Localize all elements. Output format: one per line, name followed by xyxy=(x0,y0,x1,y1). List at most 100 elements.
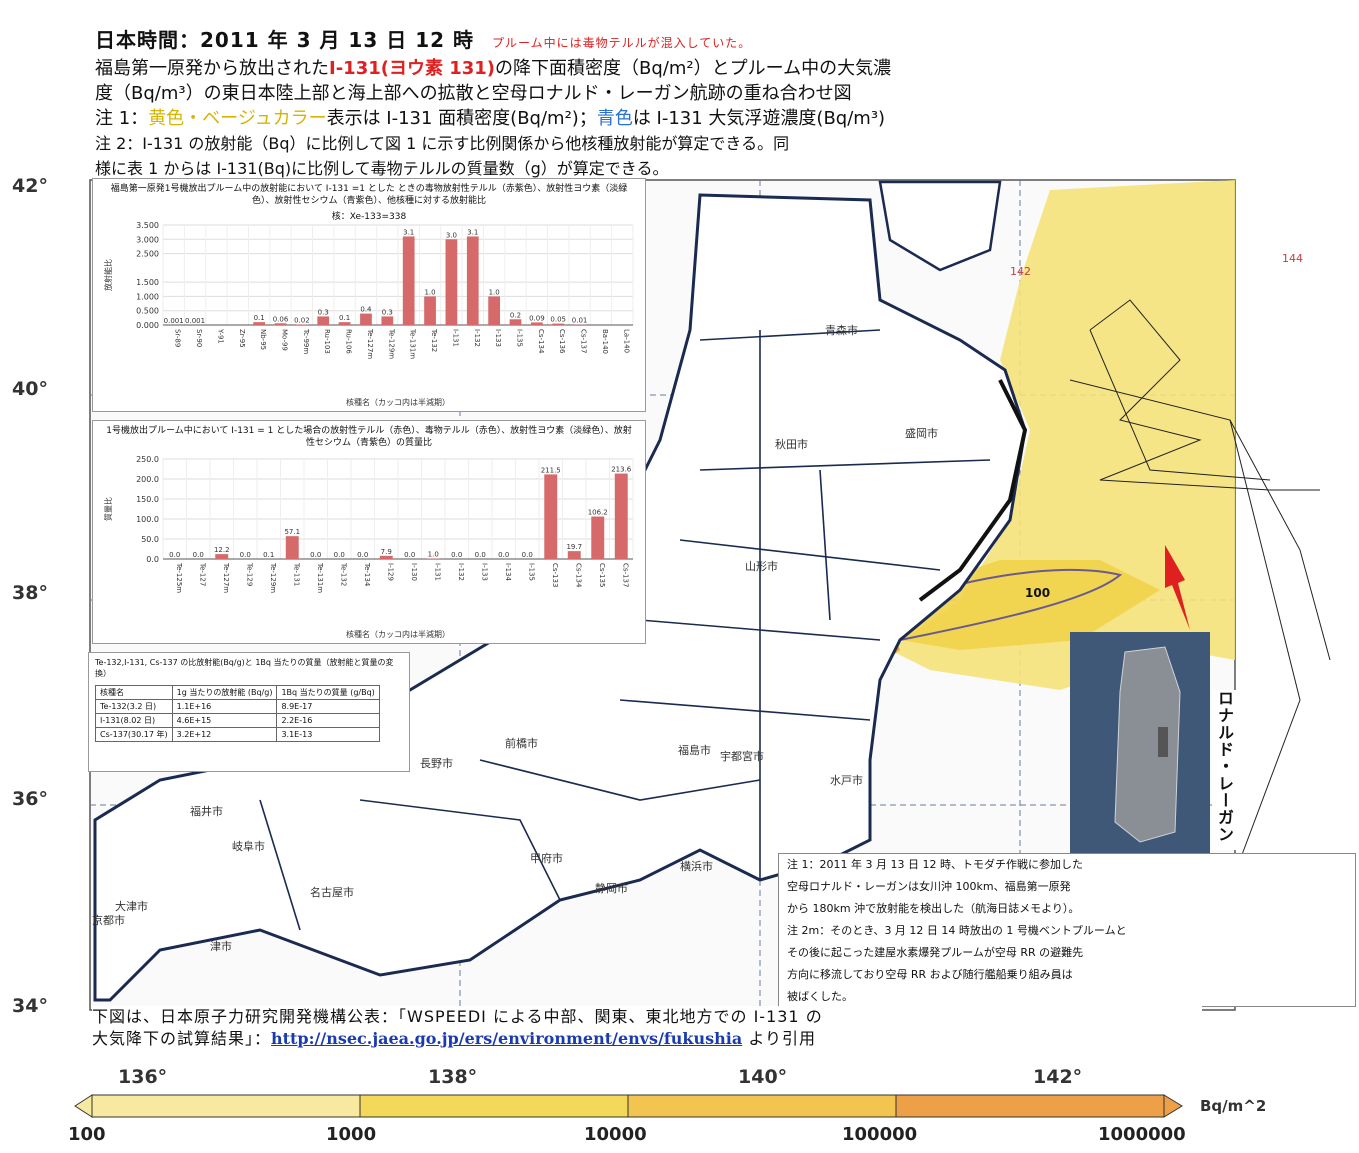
table-cell: 1.1E+16 xyxy=(171,699,278,714)
lat-label-38: 38° xyxy=(12,582,48,604)
chart2-title: 1号機放出プルーム中において I-131 = 1 とした場合の放射性テルル（赤色… xyxy=(106,426,632,448)
lat-label-40: 40° xyxy=(12,378,48,400)
bar xyxy=(295,324,308,325)
lat-label-36: 36° xyxy=(12,788,48,810)
header-red-note: プルーム中には毒物テルルが混入していた。 xyxy=(491,36,752,50)
x-tick-label: Cs-134 xyxy=(537,329,545,354)
bar xyxy=(285,536,299,559)
city-aomori: 青森市 xyxy=(825,324,858,337)
x-tick-label: Te-132 xyxy=(430,328,438,352)
ship-name: ロナルド・レーガン xyxy=(1215,690,1234,843)
city-utsunomiya: 宇都宮市 xyxy=(720,750,764,763)
x-tick-label: Zr-95 xyxy=(238,329,246,348)
x-tick-label: I-132 xyxy=(473,329,481,347)
table-cell: 4.6E+15 xyxy=(171,713,278,728)
x-tick-label: Nb-95 xyxy=(259,329,267,350)
note-line: その後に起こった建屋水素爆発プルームが空母 RR の避難先 xyxy=(787,946,1084,959)
bar xyxy=(381,316,394,325)
x-tick-label: Te-129m xyxy=(387,328,395,359)
ship-label-box: ロナルド・レーガン xyxy=(1212,690,1242,850)
note1-blue: 青色 xyxy=(596,108,633,129)
x-tick-label: Te-131 xyxy=(292,562,300,586)
bar xyxy=(338,322,351,325)
x-tick-label: Te-127m xyxy=(366,328,374,359)
chart2-svg: 250.0200.0150.0100.050.00.0質量比0.0Te-125m… xyxy=(103,455,634,639)
x-tick-label: Te-129m xyxy=(269,562,277,593)
note1-text: 表示は I-131 面積密度(Bq/m²)； xyxy=(326,108,597,129)
data-label: 0.0 xyxy=(522,551,533,559)
table-cell: 3.1E-13 xyxy=(276,727,380,742)
source-block: 下図は、日本原子力研究開発機構公表：「WSPEEDI による中部、関東、東北地方… xyxy=(92,1006,1202,1050)
land-hokkaido xyxy=(878,180,1002,272)
note1-text2: は I-131 大気浮遊濃度(Bq/m³) xyxy=(632,108,886,129)
data-label: 0.0 xyxy=(475,551,486,559)
data-label: 0.3 xyxy=(382,308,393,316)
note-box: 注 1：2011 年 3 月 13 日 12 時、トモダチ作戦に参加した 空母ロ… xyxy=(778,853,1356,1007)
table-title: Te-132,I-131, Cs-137 の比放射能(Bq/g)と 1Bq 当た… xyxy=(95,658,394,678)
city-mito: 水戸市 xyxy=(830,774,863,787)
x-tick-label: Cs-133 xyxy=(551,563,559,587)
legend-label-1000: 1000 xyxy=(326,1124,377,1145)
x-tick-label: Te-132 xyxy=(339,562,347,586)
data-label: 0.1 xyxy=(339,314,350,322)
table-cell: 8.9E-17 xyxy=(276,699,380,714)
y-tick-label: 200.0 xyxy=(136,475,159,484)
note1-yellow: 黄色・ベージュカラー xyxy=(148,108,327,129)
data-label: 213.6 xyxy=(611,466,632,474)
y-tick-label: 2.500 xyxy=(136,250,159,259)
plume-contour-label: 100 xyxy=(1025,586,1051,600)
note-line: から 180km 沖で放射能を検出した（航海日誌メモより）。 xyxy=(787,902,1080,915)
x-tick-label: Cs-137 xyxy=(621,563,629,587)
bar xyxy=(215,554,229,559)
bar xyxy=(530,322,543,325)
city-akita: 秋田市 xyxy=(775,438,808,451)
y-tick-label: 150.0 xyxy=(136,495,159,504)
x-tick-label: Ru-103 xyxy=(323,329,331,354)
prefecture-borders xyxy=(259,329,991,931)
legend-label-1000000: 1000000 xyxy=(1098,1124,1186,1145)
x-tick-label: Sr-90 xyxy=(195,329,203,347)
bar xyxy=(274,323,287,325)
data-label: 0.4 xyxy=(360,306,372,314)
legend-unit: Bq/m^2 xyxy=(1200,1097,1267,1115)
y-tick-label: 250.0 xyxy=(136,455,159,464)
city-fukui: 福井市 xyxy=(190,805,223,818)
data-label: 57.1 xyxy=(284,528,300,536)
city-otsu: 大津市 xyxy=(115,900,148,913)
data-label: 0.3 xyxy=(318,308,329,316)
data-label: 0.2 xyxy=(510,311,521,319)
table-header: 1g 当たりの放射能 (Bq/g) xyxy=(171,685,278,700)
note2-line1: 注 2：I-131 の放射能（Bq）に比例して図 1 に示す比例関係から他核種放… xyxy=(95,134,790,153)
x-tick-label: Te-131m xyxy=(409,328,417,359)
note1-label: 注 1： xyxy=(95,108,149,129)
bar xyxy=(466,236,479,325)
x-tick-label: I-135 xyxy=(527,563,535,581)
note-line: 方向に移流しており空母 RR および随行艦船乗り組み員は xyxy=(787,968,1073,981)
source-link[interactable]: http://nsec.jaea.go.jp/ers/environment/e… xyxy=(271,1029,743,1048)
table-row: Cs-137(30.17 年) 3.2E+12 3.1E-13 xyxy=(95,727,380,742)
nuclide-table: 核種名 1g 当たりの放射能 (Bq/g) 1Bq 当たりの質量 (g/Bq) … xyxy=(95,685,380,742)
table-row: I-131(8.02 日) 4.6E+15 2.2E-16 xyxy=(95,713,380,728)
bar xyxy=(402,236,415,325)
y-tick-label: 50.0 xyxy=(141,535,159,544)
chart-panel-activity-ratio: 福島第一原発1号機放出プルーム中の放射能において I-131 =1 とした とき… xyxy=(92,178,646,412)
x-tick-label: Cs-135 xyxy=(598,563,606,587)
table-cell: Cs-137(30.17 年) xyxy=(95,727,173,742)
x-tick-label: Tc-99m xyxy=(302,328,310,354)
x-tick-label: Sr-89 xyxy=(174,329,182,347)
x-tick-label: Te-127m xyxy=(222,562,230,593)
city-yamagata: 山形市 xyxy=(745,560,778,573)
x-tick-label: I-131 xyxy=(451,329,459,347)
city-gifu: 岐阜市 xyxy=(232,840,265,853)
y-tick-label: 1.000 xyxy=(136,292,159,301)
x-axis-label: 核種名（カッコ内は半減期） xyxy=(346,397,450,407)
table-row: Te-132(3.2 日) 1.1E+16 8.9E-17 xyxy=(95,699,380,714)
x-tick-label: I-129 xyxy=(386,563,394,581)
header-date: 日本時間：2011 年 3 月 13 日 12 時 xyxy=(95,28,474,52)
data-label: 0.0 xyxy=(193,551,204,559)
bar xyxy=(424,296,436,325)
data-label: 3.1 xyxy=(403,228,414,236)
grid-label-144: 144 xyxy=(1282,252,1303,265)
bar xyxy=(379,555,393,559)
city-kofu: 甲府市 xyxy=(530,852,563,865)
